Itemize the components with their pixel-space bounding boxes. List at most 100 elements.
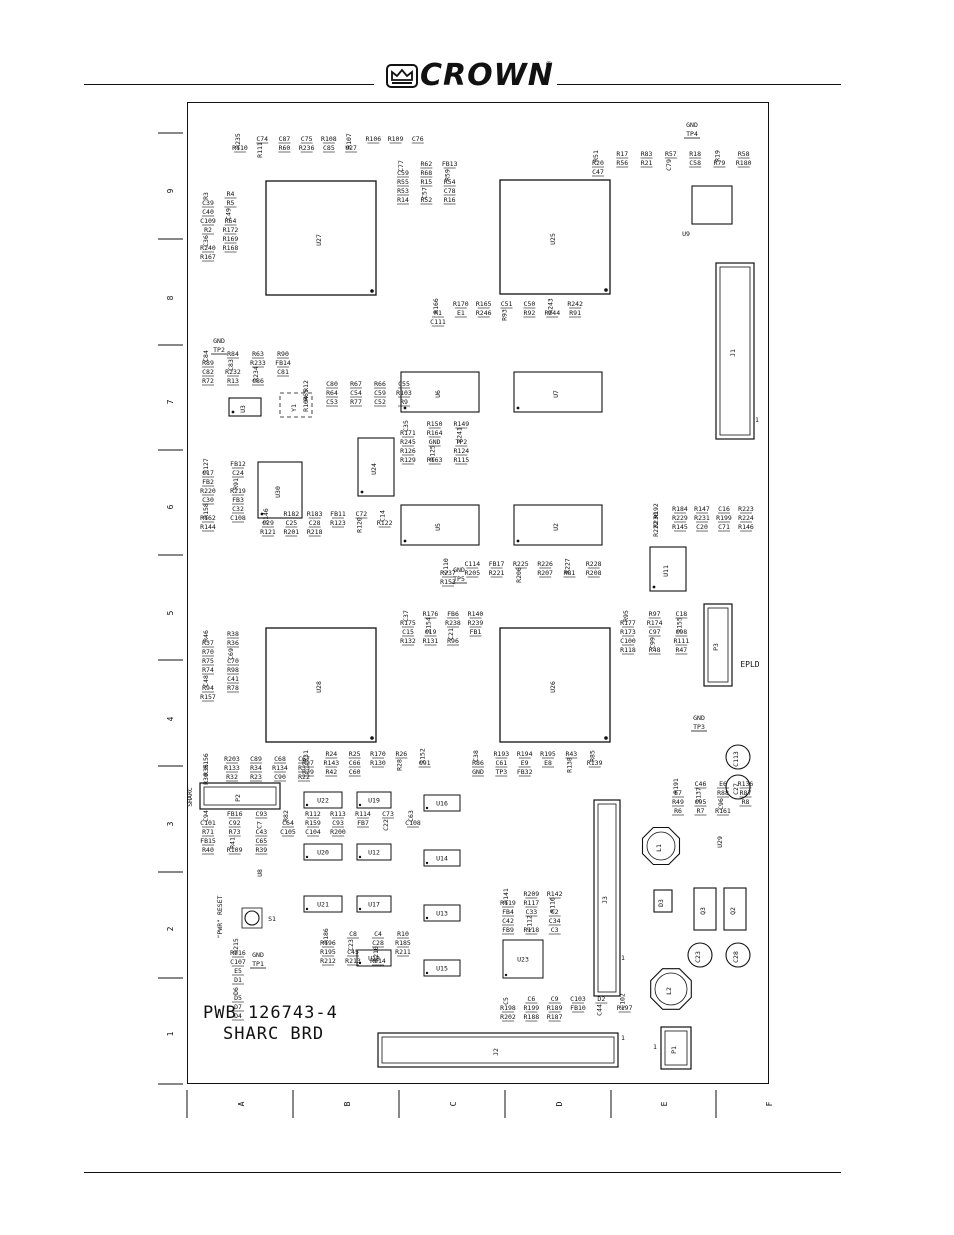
part-label: R7 (697, 807, 705, 815)
chip-u25 (499, 179, 611, 295)
part-label: R41 (229, 837, 237, 849)
part-label: E6 (719, 780, 727, 788)
part-label: R165 (476, 300, 492, 308)
part-label: C81 (277, 368, 289, 376)
pin1-dot (425, 971, 429, 975)
capacitor-label-c28: C28 (732, 951, 740, 963)
part-label: C90 (274, 773, 286, 781)
part-label: FB6 (447, 610, 459, 618)
part-label: R202 (500, 1013, 516, 1021)
connector-p1 (660, 1026, 692, 1070)
footer-rule (84, 1172, 841, 1173)
column-label-A: A (237, 1101, 246, 1106)
part-label: C85 (323, 144, 335, 152)
part-label: R88 (717, 789, 729, 797)
pin1-dot (425, 861, 429, 865)
part-label: R222 (652, 521, 660, 537)
part-label: C66 (349, 759, 361, 767)
part-label: R25 (349, 750, 361, 758)
part-label: C29 (262, 519, 274, 527)
part-label: R162 (200, 514, 216, 522)
part-label: R127 (202, 458, 210, 474)
part-label: R177 (620, 619, 636, 627)
part-label: C33 (525, 908, 537, 916)
pin1-label-j1: 1 (755, 416, 759, 424)
part-label: C96 (717, 798, 725, 810)
connector-inner (381, 1036, 615, 1064)
part-label: R161 (715, 807, 731, 815)
part-label-d3: D3 (657, 899, 665, 907)
chip-label-u25: U25 (549, 233, 557, 245)
part-label: R4 (227, 190, 235, 198)
part-label: C111 (430, 318, 446, 326)
inductor-label-l1: L1 (655, 844, 663, 852)
part-label: FB12 (230, 460, 246, 468)
part-label: R131 (423, 637, 439, 645)
chip-u19 (356, 791, 392, 809)
part-label: R154 (425, 617, 433, 633)
row-label-3: 3 (166, 821, 175, 826)
part-label: R169 (223, 235, 239, 243)
part-label: R109 (227, 846, 243, 854)
pin1-dot (516, 406, 520, 410)
pin1-dot (360, 490, 364, 494)
part-label: R54 (444, 178, 456, 186)
part-label: R15 (420, 178, 432, 186)
reset-switch-s1 (244, 910, 260, 926)
chip-label-u13: U13 (436, 910, 448, 918)
part-label: R79 (714, 159, 726, 167)
part-label: R122 (377, 519, 393, 527)
part-label: C97 (649, 628, 661, 636)
part-label: C7 (255, 821, 263, 829)
pin1-label-j2: 1 (621, 1034, 625, 1042)
part-label: R231 (694, 514, 710, 522)
part-label: R140 (468, 610, 484, 618)
part-label: R113 (330, 810, 346, 818)
part-label: R152 (419, 748, 427, 764)
part-label: R47 (675, 646, 687, 654)
test-point-gnd-label: GND (693, 714, 705, 722)
part-label: C42 (502, 917, 514, 925)
part-label: R59 (444, 169, 452, 181)
part-label: C114 (464, 560, 480, 568)
connector-j2 (377, 1032, 619, 1068)
part-label: R139 (587, 759, 603, 767)
part-label: C68 (274, 755, 286, 763)
part-label: C108 (405, 819, 421, 827)
part-label: FB2 (202, 478, 214, 486)
part-label: R42 (325, 768, 337, 776)
part-label: R142 (547, 890, 563, 898)
part-label: R235 (234, 133, 242, 149)
part-label: R83 (641, 150, 653, 158)
part-label: R120 (355, 517, 363, 533)
inductor-label-l2: L2 (665, 987, 673, 995)
part-label: R64 (326, 389, 338, 397)
part-label: R133 (224, 764, 240, 772)
part-label: R230 (652, 512, 660, 528)
part-label: C36 (202, 235, 210, 247)
part-label: C39 (202, 199, 214, 207)
chip-label-u27: U27 (315, 234, 323, 246)
part-label: R106 (366, 135, 382, 143)
chip-u14 (423, 849, 461, 867)
part-label: R8 (742, 798, 750, 806)
part-label: C64 (282, 819, 294, 827)
part-label: R43 (565, 750, 577, 758)
part-label: R53 (397, 187, 409, 195)
pin1-dot (370, 289, 374, 293)
part-label: R137 (695, 787, 703, 803)
pin1-dot (358, 907, 362, 911)
part-label: R228 (586, 560, 602, 568)
chip-label-u24: U24 (370, 463, 378, 475)
part-label: R245 (400, 438, 416, 446)
part-label: C89 (250, 755, 262, 763)
chip-label-u7: U7 (552, 390, 560, 398)
part-label: R118 (620, 646, 636, 654)
part-label: R13 (227, 377, 239, 385)
part-label: C87 (279, 135, 291, 143)
chip-label-u9: U9 (682, 230, 690, 238)
part-label: GND (429, 438, 441, 446)
part-label: R172 (223, 226, 239, 234)
part-label: TP3 (495, 768, 507, 776)
part-label: C44 (595, 1004, 603, 1016)
